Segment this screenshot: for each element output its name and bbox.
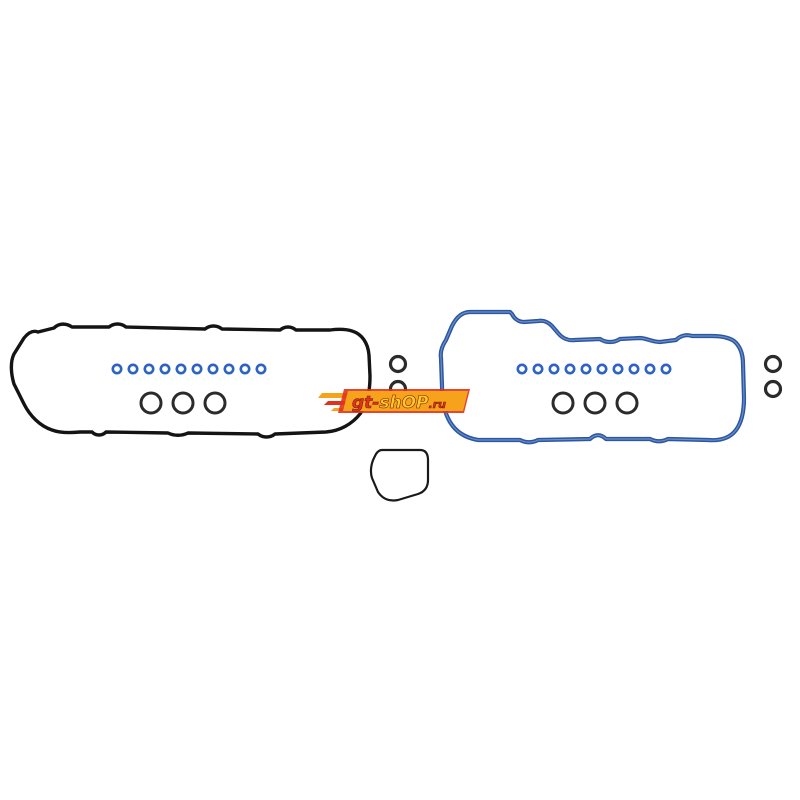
o-ring bbox=[612, 363, 624, 375]
svg-text:gt-shOP.ru: gt-shOP.ru bbox=[352, 393, 446, 413]
o-ring bbox=[143, 363, 155, 375]
o-ring bbox=[548, 363, 560, 375]
o-ring bbox=[564, 363, 576, 375]
watermark-brand: shOP bbox=[379, 393, 429, 413]
o-ring bbox=[127, 363, 139, 375]
seal-ring bbox=[171, 391, 195, 415]
o-ring bbox=[255, 363, 267, 375]
o-ring bbox=[660, 363, 672, 375]
o-ring bbox=[191, 363, 203, 375]
o-ring bbox=[207, 363, 219, 375]
seal-ring bbox=[583, 391, 607, 415]
watermark-logo: gt-shOP.ru bbox=[318, 389, 470, 413]
o-ring bbox=[580, 363, 592, 375]
o-ring bbox=[111, 363, 123, 375]
right-valve-cover-gasket bbox=[438, 309, 747, 445]
o-ring bbox=[175, 363, 187, 375]
o-ring bbox=[628, 363, 640, 375]
seal-ring bbox=[615, 391, 639, 415]
o-ring bbox=[644, 363, 656, 375]
seal-ring bbox=[388, 354, 408, 374]
right-small-seals bbox=[763, 354, 783, 399]
o-ring bbox=[516, 363, 528, 375]
watermark-prefix: gt- bbox=[352, 393, 379, 413]
seal-ring bbox=[551, 391, 575, 415]
seal-ring bbox=[203, 391, 227, 415]
right-spark-plug-seals bbox=[551, 391, 639, 415]
left-blue-o-rings bbox=[111, 363, 267, 375]
o-ring bbox=[223, 363, 235, 375]
small-gasket bbox=[369, 448, 430, 502]
o-ring bbox=[596, 363, 608, 375]
o-ring bbox=[239, 363, 251, 375]
seal-ring bbox=[763, 354, 783, 374]
watermark-suffix: .ru bbox=[429, 398, 447, 411]
o-ring bbox=[159, 363, 171, 375]
left-spark-plug-seals bbox=[139, 391, 227, 415]
o-ring bbox=[532, 363, 544, 375]
seal-ring bbox=[763, 379, 783, 399]
right-blue-o-rings bbox=[516, 363, 672, 375]
left-valve-cover-gasket bbox=[9, 322, 372, 439]
seal-ring bbox=[139, 391, 163, 415]
